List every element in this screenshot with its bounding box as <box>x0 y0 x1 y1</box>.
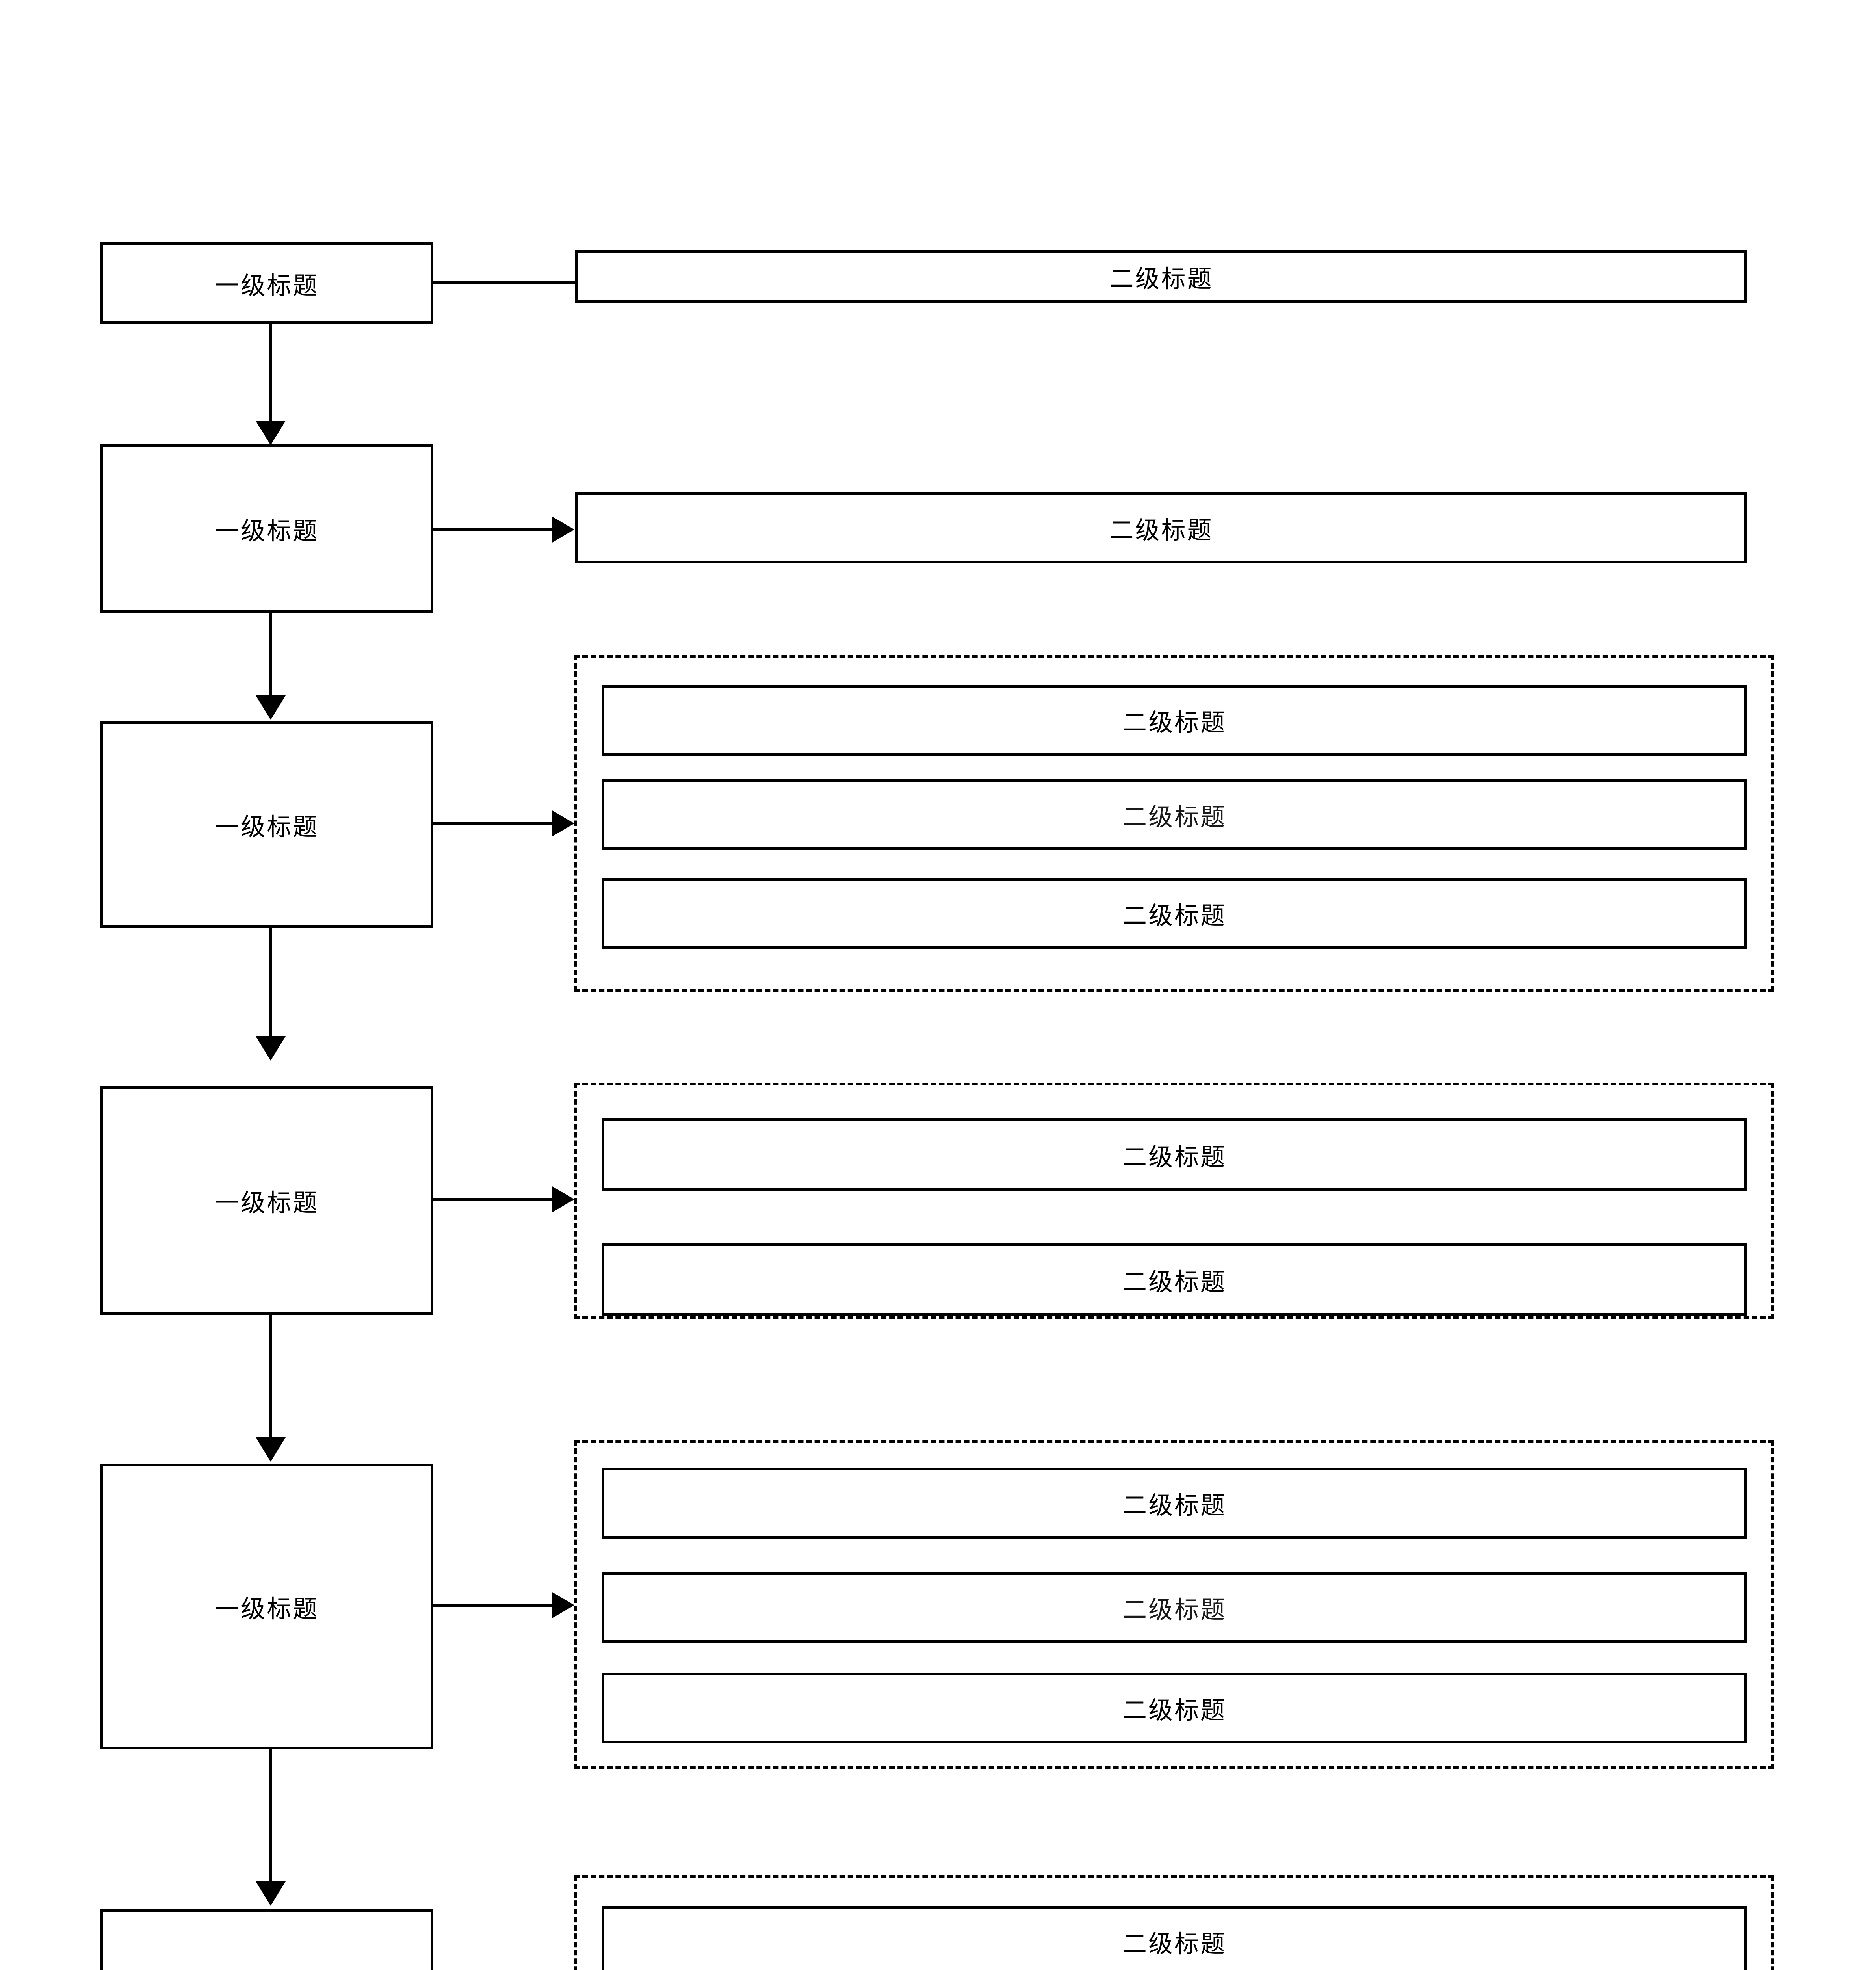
stage-2-secondary-box-1[interactable]: 二级标题 <box>575 492 1747 563</box>
stage-4-branch-arrowhead <box>552 1186 574 1213</box>
stage-3-primary-label: 一级标题 <box>215 814 319 841</box>
stage-6-secondary-group <box>574 1875 1774 1970</box>
stage-5-branch-arrowhead <box>552 1592 574 1619</box>
stage-4-secondary-box-2[interactable]: 二级标题 <box>602 1243 1747 1316</box>
stage-4-primary-label: 一级标题 <box>215 1190 319 1217</box>
stage-2-primary-box[interactable]: 一级标题 <box>100 444 433 613</box>
stage-3-primary-box[interactable]: 一级标题 <box>100 721 433 928</box>
stage-4-branch-line <box>433 1198 555 1201</box>
stage-5-secondary-box-2[interactable]: 二级标题 <box>602 1572 1747 1643</box>
stage-4-to-5-line <box>269 1315 272 1439</box>
stage-3-secondary-label-1: 二级标题 <box>1122 710 1226 736</box>
stage-5-secondary-group <box>574 1440 1774 1769</box>
stage-3-secondary-label-2: 二级标题 <box>1122 804 1226 831</box>
stage-6-primary-box[interactable]: 一级标题 <box>100 1909 433 1970</box>
stage-3-secondary-label-3: 二级标题 <box>1122 903 1226 929</box>
stage-3-to-4-arrowhead <box>256 1036 286 1061</box>
stage-1-secondary-label-1: 二级标题 <box>1109 266 1213 293</box>
stage-3-branch-line <box>433 822 555 825</box>
stage-1-to-2-arrowhead <box>256 421 286 445</box>
stage-5-to-6-arrowhead <box>256 1881 286 1906</box>
stage-4-secondary-label-2: 二级标题 <box>1122 1269 1226 1296</box>
stage-6-secondary-label-1: 二级标题 <box>1122 1931 1226 1958</box>
stage-1-to-2-line <box>269 324 272 423</box>
stage-1-primary-label: 一级标题 <box>215 272 319 299</box>
stage-4-to-5-arrowhead <box>256 1437 286 1462</box>
stage-5-branch-line <box>433 1604 555 1607</box>
stage-3-secondary-box-2[interactable]: 二级标题 <box>602 779 1747 850</box>
stage-1-secondary-box-1[interactable]: 二级标题 <box>575 250 1747 303</box>
stage-1-branch-line <box>433 281 576 284</box>
stage-5-primary-label: 一级标题 <box>215 1596 319 1623</box>
stage-5-secondary-box-1[interactable]: 二级标题 <box>602 1468 1747 1539</box>
stage-5-to-6-line <box>269 1749 272 1883</box>
stage-2-primary-label: 一级标题 <box>215 518 319 545</box>
stage-1-primary-box[interactable]: 一级标题 <box>100 242 433 324</box>
stage-2-to-3-arrowhead <box>256 695 286 720</box>
stage-5-secondary-box-3[interactable]: 二级标题 <box>602 1673 1747 1743</box>
stage-4-secondary-label-1: 二级标题 <box>1122 1144 1226 1171</box>
stage-5-secondary-label-1: 二级标题 <box>1122 1492 1226 1519</box>
stage-5-primary-box[interactable]: 一级标题 <box>100 1464 433 1749</box>
stage-6-secondary-box-1[interactable]: 二级标题 <box>602 1906 1747 1970</box>
stage-3-secondary-box-3[interactable]: 二级标题 <box>602 878 1747 949</box>
stage-4-secondary-group <box>574 1083 1774 1319</box>
stage-3-secondary-group <box>574 655 1774 992</box>
stage-5-secondary-label-3: 二级标题 <box>1122 1697 1226 1724</box>
stage-2-branch-arrowhead <box>552 516 574 543</box>
stage-2-secondary-label-1: 二级标题 <box>1109 517 1213 544</box>
stage-5-secondary-label-2: 二级标题 <box>1122 1597 1226 1624</box>
stage-3-secondary-box-1[interactable]: 二级标题 <box>602 685 1747 756</box>
stage-4-primary-box[interactable]: 一级标题 <box>100 1086 433 1315</box>
stage-2-to-3-line <box>269 613 272 697</box>
stage-2-branch-line <box>433 528 555 531</box>
stage-3-branch-arrowhead <box>552 810 574 837</box>
stage-4-secondary-box-1[interactable]: 二级标题 <box>602 1118 1747 1191</box>
stage-3-to-4-line <box>269 928 272 1038</box>
